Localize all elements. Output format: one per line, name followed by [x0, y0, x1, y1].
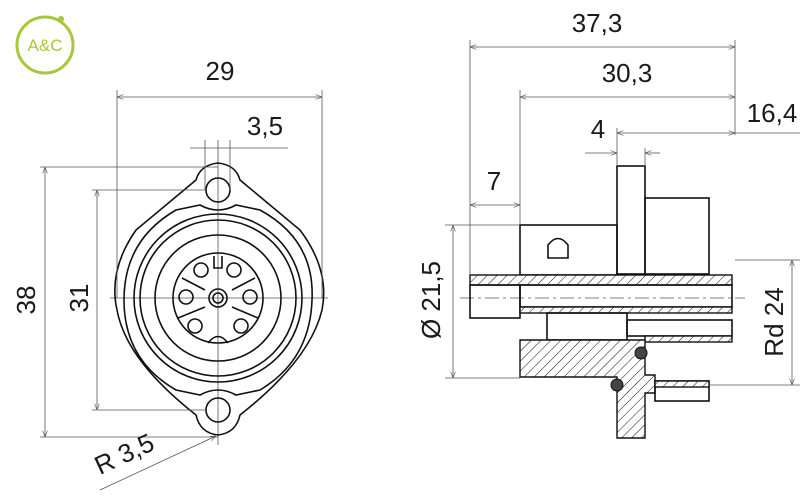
dim-height: 38 [11, 286, 41, 315]
dim-diameter: Ø 21,5 [416, 261, 446, 339]
side-view: 37,3 30,3 16,4 4 7 Ø 21,5 Rd 24 [416, 8, 800, 439]
dim-radius: R 3,5 [90, 427, 159, 480]
dim-thread: Rd 24 [759, 287, 789, 356]
dim-flange-thickness: 4 [591, 114, 605, 144]
logo-text: A&C [28, 36, 63, 55]
dim-front-length: 7 [487, 166, 501, 196]
dim-body-length: 30,3 [602, 58, 653, 88]
contact-pins [177, 256, 259, 344]
dim-overall-length: 37,3 [572, 8, 623, 38]
dim-width: 29 [206, 56, 235, 86]
dim-hole: 3,5 [247, 111, 283, 141]
company-logo: A&C [15, 15, 75, 75]
front-view: 29 3,5 38 31 R 3,5 [11, 56, 328, 491]
dim-rear-length: 16,4 [747, 98, 798, 128]
dim-hole-spacing: 31 [64, 284, 94, 313]
